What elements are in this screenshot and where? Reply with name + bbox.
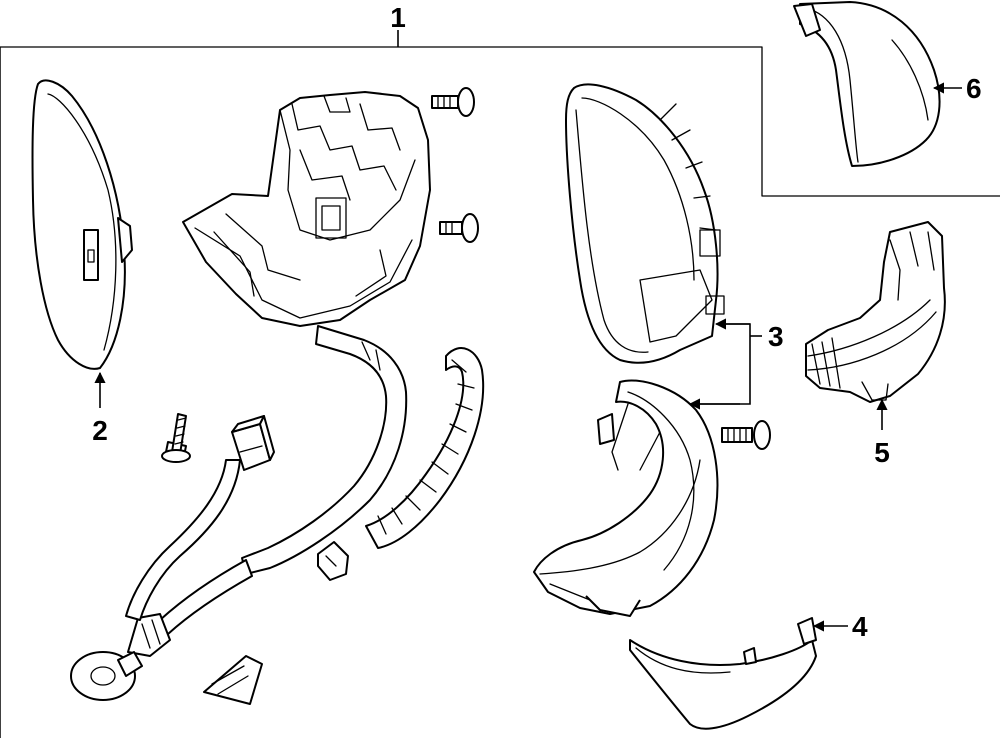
callout-3: 3 (768, 321, 784, 352)
callout-4: 4 (852, 611, 868, 642)
wiring-harness (70, 325, 408, 701)
turn-signal-housing (533, 379, 719, 617)
callout-6: 6 (966, 73, 982, 104)
wire-conduit (365, 347, 485, 549)
mirror-glass (31, 79, 133, 370)
bolt-middle (439, 213, 479, 243)
lower-cover (629, 617, 817, 730)
mirror-housing (565, 83, 725, 364)
callout-5: 5 (874, 437, 890, 468)
harness-connector (231, 415, 275, 471)
bolt-lower-left (161, 413, 191, 463)
retainer-wedge (203, 655, 263, 705)
callout-2: 2 (92, 415, 108, 446)
harness-clip (317, 541, 349, 581)
callout-1: 1 (390, 2, 406, 33)
mirror-motor-assembly (182, 91, 431, 327)
screw-right (721, 420, 771, 450)
side-turn-lamp (805, 221, 946, 403)
assembly-frame (0, 46, 1000, 197)
mirror-cap (793, 1, 941, 167)
bolt-upper (431, 87, 475, 117)
